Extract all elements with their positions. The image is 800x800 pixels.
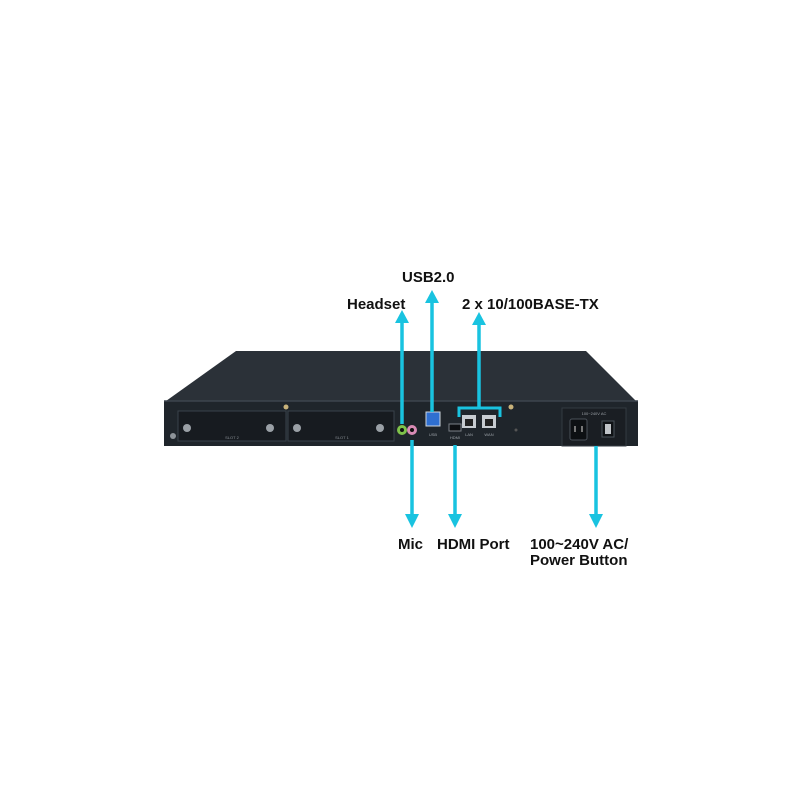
lan-port-icon: LAN — [462, 415, 476, 437]
mic-arrow — [405, 440, 419, 528]
usb-arrow — [425, 290, 439, 412]
expansion-slot-1: SLOT 1 — [287, 410, 395, 442]
power-socket-icon — [569, 418, 588, 441]
power-rating-label: 100~240V AC — [582, 411, 607, 416]
headset-arrow — [395, 310, 409, 424]
ground-screw-icon — [170, 433, 176, 439]
expansion-slot-2: SLOT 2 — [177, 410, 287, 442]
hdmi-port-icon: HDMI — [448, 423, 462, 440]
lan-callout: 2 x 10/100BASE-TX — [462, 296, 599, 313]
hdmi-port-label: HDMI — [450, 435, 460, 440]
wan-port-icon: WAN — [482, 415, 496, 437]
slot-screw-icon — [376, 424, 384, 432]
power-callout-line2: Power Button — [530, 552, 628, 569]
slot-screw-icon — [183, 424, 191, 432]
lan-arrow — [472, 312, 486, 408]
power-arrow — [589, 446, 603, 528]
hdmi-arrow — [448, 445, 462, 528]
headset-callout: Headset — [347, 296, 406, 313]
lan-port-label: LAN — [465, 432, 473, 437]
power-module: 100~240V AC — [561, 407, 627, 447]
slot-screw-icon — [293, 424, 301, 432]
power-callout-line1: 100~240V AC/ — [530, 536, 629, 553]
usb-callout: USB2.0 — [402, 269, 455, 286]
usb-port-label: USB — [429, 432, 438, 437]
panel-screw-icon — [283, 404, 289, 410]
panel-screw-icon — [508, 404, 514, 410]
reset-hole-icon — [514, 428, 518, 432]
mic-callout: Mic — [398, 536, 424, 553]
slot-1-label: SLOT 1 — [335, 435, 349, 440]
hdmi-callout: HDMI Port — [437, 536, 510, 553]
wan-port-label: WAN — [484, 432, 493, 437]
slot-screw-icon — [266, 424, 274, 432]
slot-2-label: SLOT 2 — [225, 435, 239, 440]
